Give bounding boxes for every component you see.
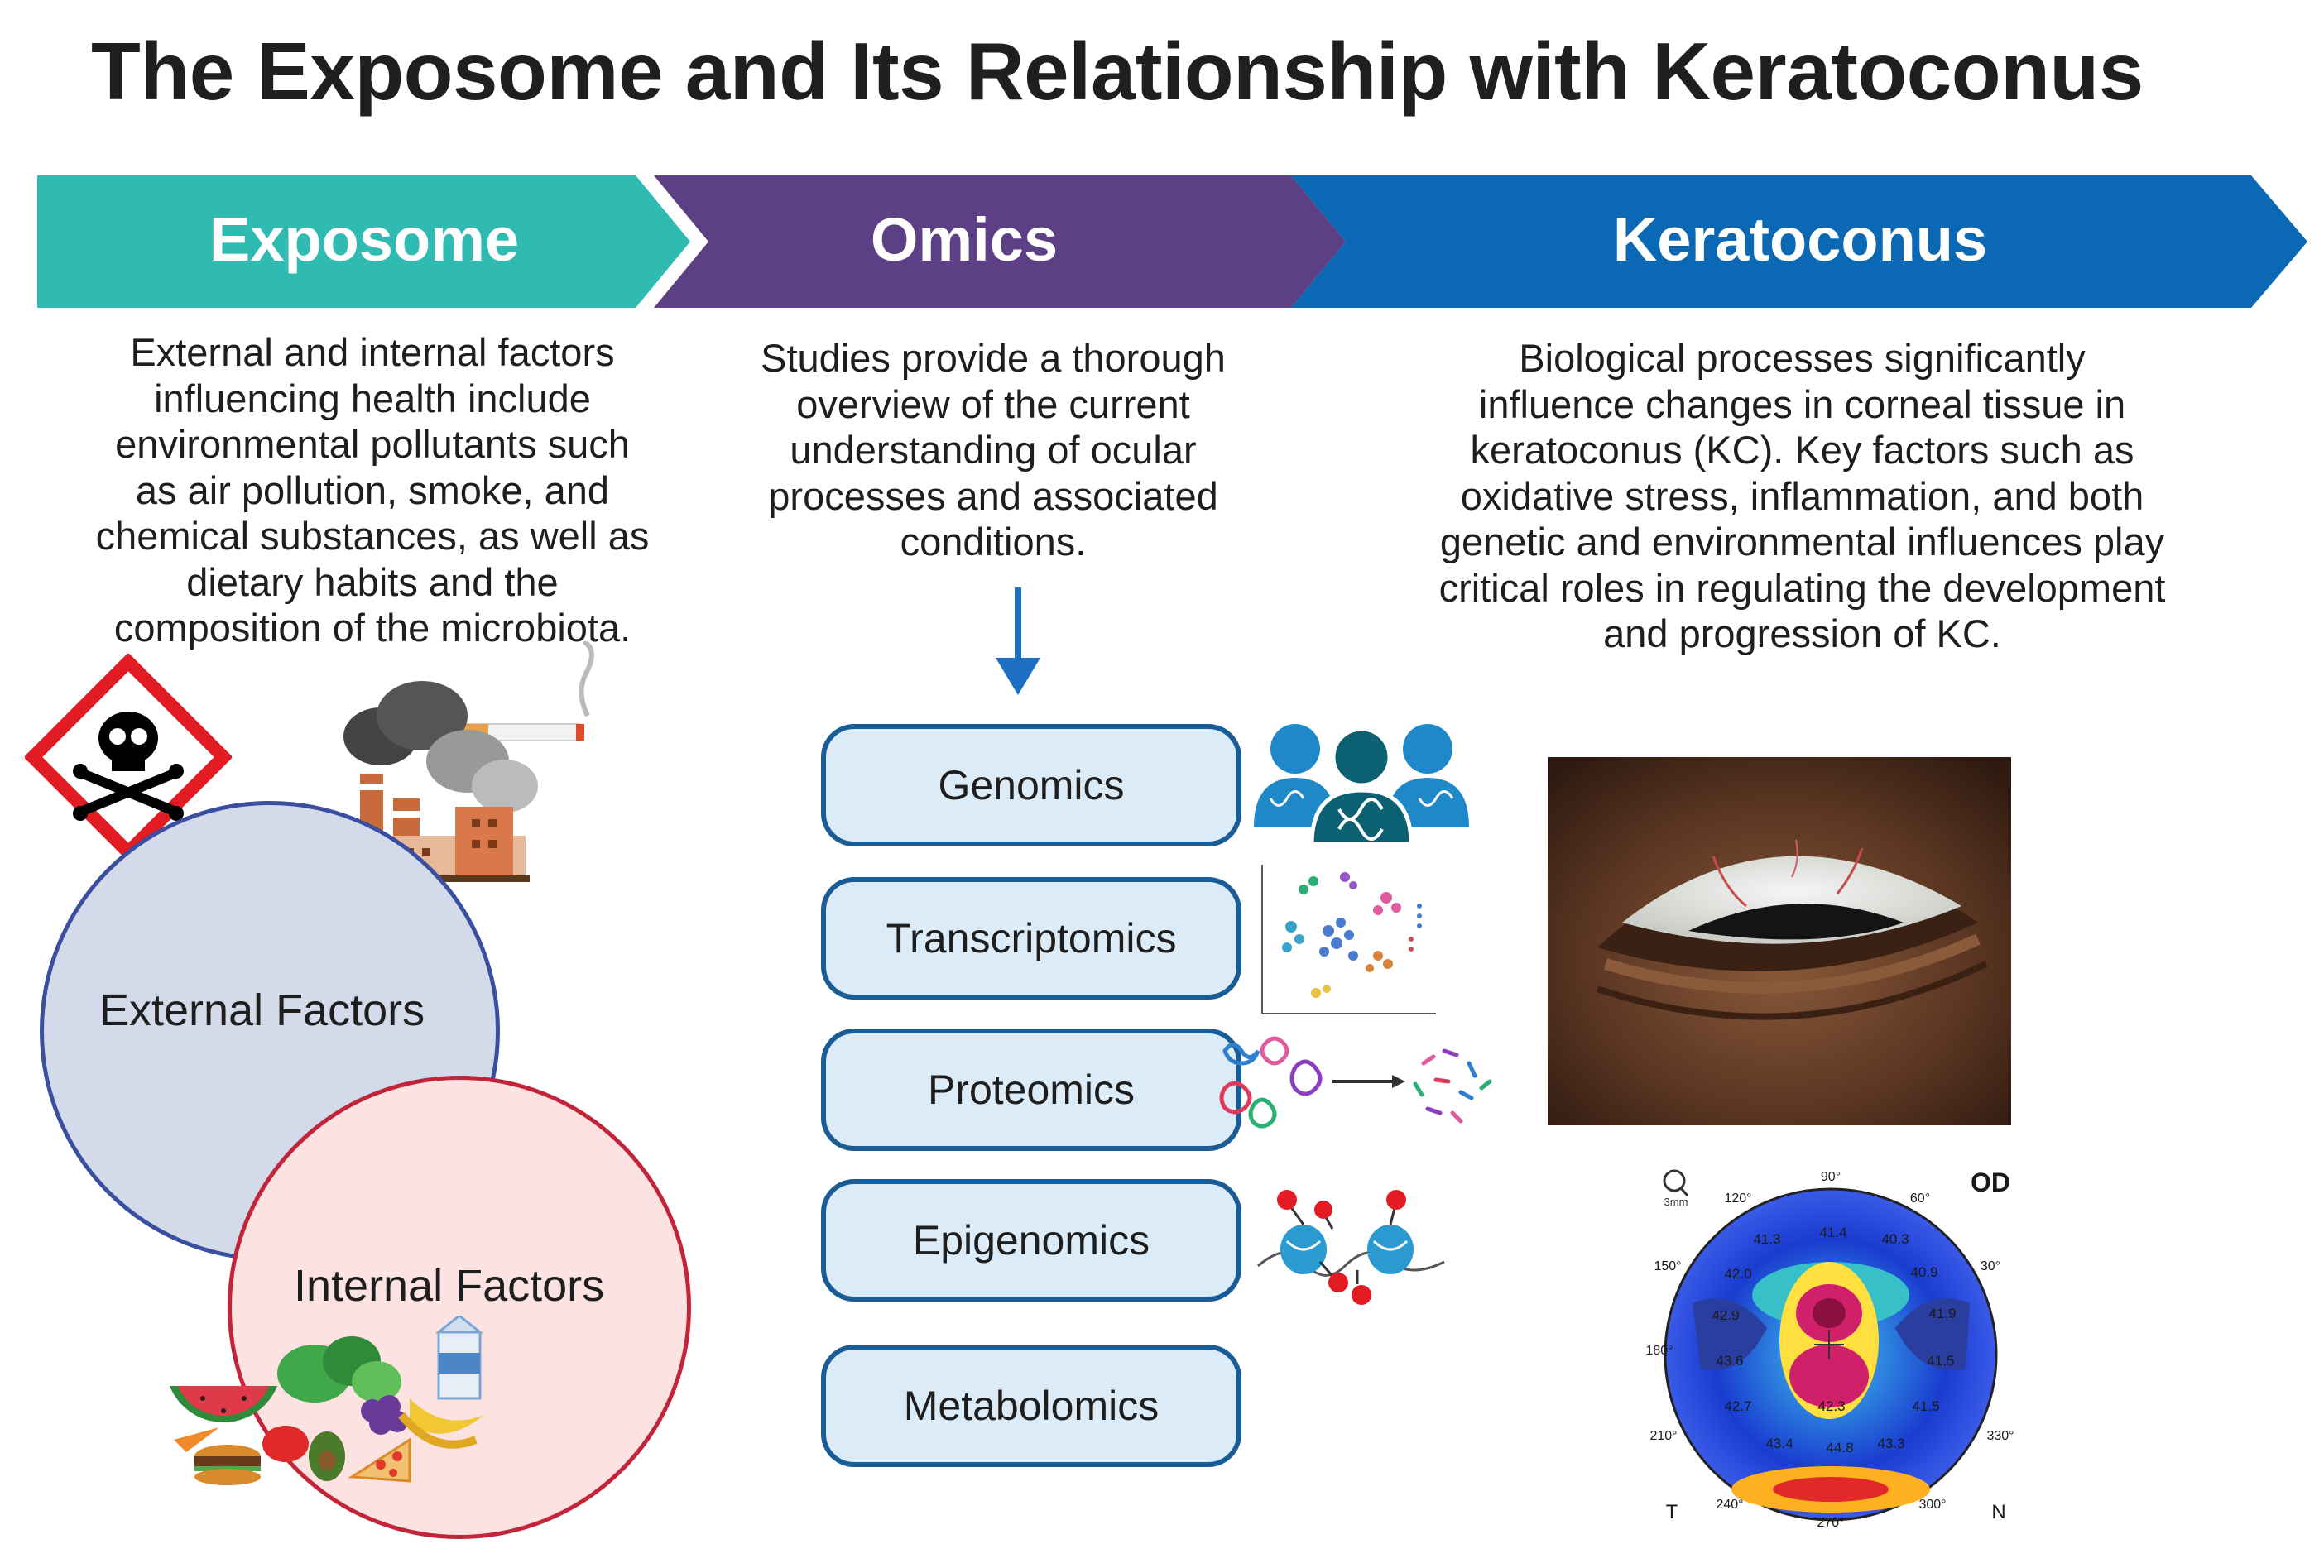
chromatin-icon (1257, 1190, 1445, 1305)
topo-reading-8: 41.5 (1927, 1353, 1954, 1369)
exposome-heading: Exposome (209, 205, 520, 274)
exposome-description: External and internal factors influencin… (95, 330, 650, 650)
magnifier-icon (1663, 1169, 1689, 1196)
topo-reading-9: 42.7 (1724, 1398, 1751, 1414)
topo-nasal-label: N (1991, 1501, 2005, 1523)
topo-temporal-label: T (1666, 1501, 1678, 1523)
topo-reading-13: 43.3 (1877, 1436, 1904, 1451)
external-factors-label: External Factors (99, 985, 425, 1035)
page-title: The Exposome and Its Relationship with K… (91, 26, 2144, 117)
topo-degree-240: 240° (1716, 1498, 1743, 1512)
topo-reading-3: 42.0 (1724, 1266, 1751, 1282)
topo-degree-150: 150° (1654, 1259, 1681, 1273)
keratoconus-eye-photo (1548, 757, 2011, 1125)
omics-box-transcriptomics[interactable]: Transcriptomics (821, 877, 1241, 1000)
keratoconus-heading: Keratoconus (1612, 205, 1988, 274)
topo-degree-270: 270° (1817, 1516, 1844, 1530)
internal-factors-circle (228, 1076, 691, 1539)
topo-eye-label: OD (1971, 1168, 2010, 1197)
topo-reading-14: 42.3 (1817, 1398, 1845, 1414)
omics-description: Studies provide a thorough overview of t… (761, 336, 1226, 563)
topo-reading-1: 41.3 (1753, 1231, 1780, 1247)
protein-digestion-icon (1219, 1036, 1492, 1129)
factory-smoke-icon (343, 641, 594, 882)
corneal-topography-map: 41.3 41.4 40.3 42.0 40.9 42.9 41.9 43.6 … (1643, 1163, 2019, 1531)
topo-degree-330: 330° (1986, 1429, 2014, 1443)
topo-reading-5: 42.9 (1712, 1307, 1739, 1323)
topo-reading-2: 40.3 (1881, 1231, 1909, 1247)
topo-reading-7: 43.6 (1716, 1353, 1743, 1369)
topo-degree-120: 120° (1724, 1192, 1751, 1206)
topo-reading-0: 41.4 (1819, 1225, 1846, 1240)
topo-reading-11: 43.4 (1765, 1436, 1793, 1451)
topo-scale-label: 3mm (1664, 1196, 1688, 1208)
topo-reading-10: 41.5 (1912, 1398, 1939, 1414)
internal-factors-label: Internal Factors (294, 1261, 605, 1311)
omics-box-metabolomics[interactable]: Metabolomics (821, 1345, 1241, 1467)
topo-reading-12: 44.8 (1826, 1440, 1853, 1455)
topo-degree-30: 30° (1981, 1259, 2000, 1273)
omics-box-genomics[interactable]: Genomics (821, 724, 1241, 846)
omics-chevron (654, 175, 1346, 308)
keratoconus-chevron (1291, 175, 2307, 308)
down-arrow-icon (996, 587, 1040, 695)
exposome-chevron (37, 175, 690, 308)
topo-reading-4: 40.9 (1910, 1264, 1937, 1280)
food-icon (170, 1316, 484, 1485)
keratoconus-description: Biological processes significantly influ… (1438, 336, 2166, 655)
omics-box-proteomics[interactable]: Proteomics (821, 1029, 1241, 1151)
cluster-plot-icon (1261, 865, 1436, 1014)
topo-reading-6: 41.9 (1928, 1306, 1956, 1321)
omics-heading: Omics (870, 205, 1059, 274)
topo-degree-90: 90° (1821, 1170, 1841, 1184)
topo-degree-210: 210° (1649, 1429, 1677, 1443)
dna-people-icon (1254, 724, 1469, 844)
process-banner (37, 175, 2307, 308)
topo-degree-180: 180° (1645, 1344, 1673, 1358)
topo-degree-300: 300° (1918, 1498, 1946, 1512)
topo-degree-60: 60° (1910, 1192, 1930, 1206)
omics-box-epigenomics[interactable]: Epigenomics (821, 1179, 1241, 1302)
